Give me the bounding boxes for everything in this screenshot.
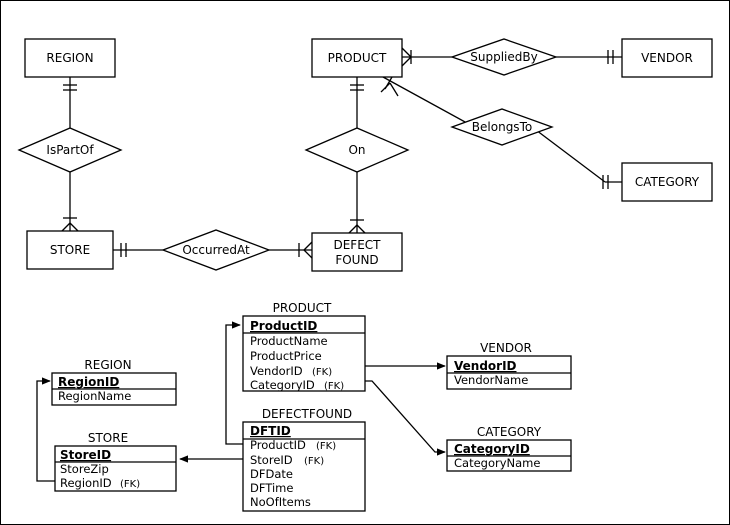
table-category: CATEGORY CategoryID CategoryName xyxy=(446,425,572,472)
table-region-pk: RegionID xyxy=(58,375,119,389)
table-store-pk: StoreID xyxy=(60,448,111,462)
table-category-title: CATEGORY xyxy=(477,425,542,439)
er-connectors xyxy=(61,47,622,259)
table-store-field: RegionID xyxy=(60,476,112,490)
table-product-title: PRODUCT xyxy=(273,301,332,315)
entity-category-label: CATEGORY xyxy=(635,175,700,189)
table-product-field: CategoryID xyxy=(250,378,315,392)
fk-marker: (FK) xyxy=(304,456,324,467)
table-region: REGION RegionID RegionName xyxy=(51,358,177,406)
entity-vendor: VENDOR xyxy=(621,38,713,78)
entity-category: CATEGORY xyxy=(621,162,713,202)
fk-marker: (FK) xyxy=(312,367,332,378)
relationship-belongs-to: BelongsTo xyxy=(450,108,554,146)
table-product: PRODUCT ProductID ProductName ProductPri… xyxy=(242,301,366,392)
table-category-field: CategoryName xyxy=(454,456,540,470)
table-defectfound-field: ProductID xyxy=(250,438,306,452)
table-defectfound-pk: DFTID xyxy=(250,424,291,438)
table-region-title: REGION xyxy=(84,358,131,372)
relationship-occurred-at: OccurredAt xyxy=(161,229,271,271)
entity-product: PRODUCT xyxy=(311,38,403,78)
table-product-field: ProductPrice xyxy=(250,349,322,363)
table-defectfound-field: DFTime xyxy=(250,481,293,495)
fk-marker: (FK) xyxy=(120,479,140,490)
relationship-is-part-of: IsPartOf xyxy=(17,127,123,173)
table-vendor: VENDOR VendorID VendorName xyxy=(446,341,572,390)
relationship-is-part-of-label: IsPartOf xyxy=(46,143,94,157)
table-vendor-field: VendorName xyxy=(454,373,528,387)
entity-defect-found-line2: FOUND xyxy=(335,253,378,267)
relationship-belongs-to-label: BelongsTo xyxy=(472,120,532,134)
table-category-pk: CategoryID xyxy=(454,442,530,456)
relationship-on-label: On xyxy=(348,143,365,157)
entity-store: STORE xyxy=(26,230,114,270)
relationship-on: On xyxy=(304,127,410,173)
relationship-supplied-by: SuppliedBy xyxy=(450,38,558,76)
table-product-field: VendorID xyxy=(250,364,303,378)
table-defectfound: DEFECTFOUND DFTID ProductID (FK) StoreID… xyxy=(242,407,366,512)
table-defectfound-field: NoOfItems xyxy=(250,495,311,509)
relationship-supplied-by-label: SuppliedBy xyxy=(470,50,537,64)
table-defectfound-field: DFDate xyxy=(250,467,293,481)
table-store-field: StoreZip xyxy=(60,462,109,476)
fk-marker: (FK) xyxy=(316,441,336,452)
table-product-pk: ProductID xyxy=(250,319,317,333)
schema-connectors xyxy=(36,321,446,482)
table-vendor-pk: VendorID xyxy=(454,359,517,373)
fk-marker: (FK) xyxy=(324,381,344,392)
entity-defect-found-line1: DEFECT xyxy=(333,238,381,252)
table-region-field: RegionName xyxy=(58,389,131,403)
table-defectfound-field: StoreID xyxy=(250,453,293,467)
entity-region: REGION xyxy=(24,38,116,78)
entity-vendor-label: VENDOR xyxy=(641,51,693,65)
table-defectfound-title: DEFECTFOUND xyxy=(262,407,352,421)
entity-defect-found: DEFECT FOUND xyxy=(311,232,403,272)
entity-store-label: STORE xyxy=(50,243,90,257)
table-store-title: STORE xyxy=(88,431,128,445)
table-vendor-title: VENDOR xyxy=(480,341,532,355)
entity-product-label: PRODUCT xyxy=(328,51,387,65)
relationship-occurred-at-label: OccurredAt xyxy=(182,243,250,257)
table-store: STORE StoreID StoreZip RegionID (FK) xyxy=(54,431,177,492)
entity-region-label: REGION xyxy=(46,51,93,65)
table-product-field: ProductName xyxy=(250,334,328,348)
